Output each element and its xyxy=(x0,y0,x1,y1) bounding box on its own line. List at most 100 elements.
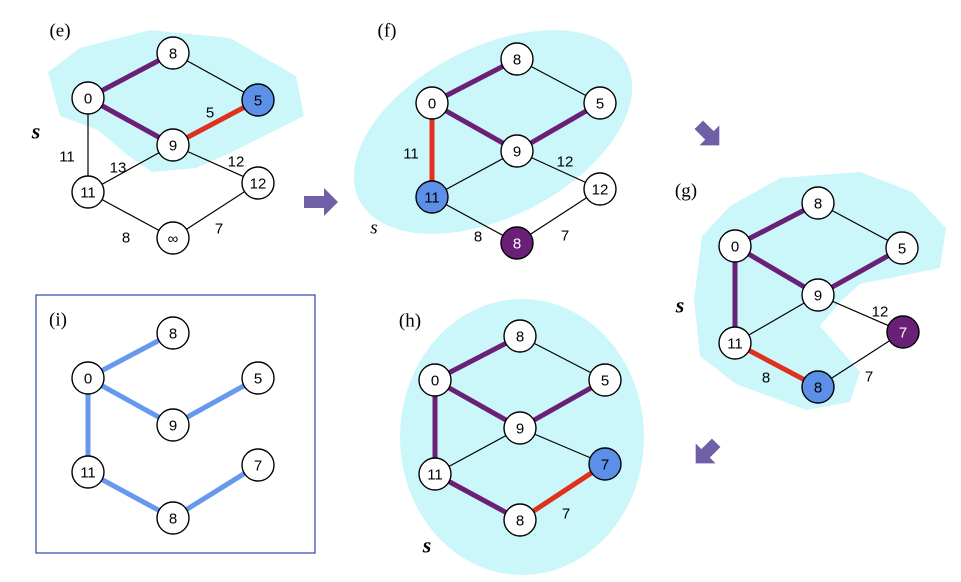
node-i-n0: 0 xyxy=(71,361,105,395)
node-e-n5: 5 xyxy=(241,83,275,117)
node-f-n0: 0 xyxy=(415,86,449,120)
node-circle xyxy=(156,128,190,162)
node-circle xyxy=(156,316,190,350)
node-circle xyxy=(241,83,275,117)
edge-weight-e: 7 xyxy=(215,221,223,238)
edge-weight-e: 8 xyxy=(122,230,130,247)
final-tree-frame xyxy=(35,294,316,554)
node-label: 11 xyxy=(427,467,443,484)
node-f-n12: 12 xyxy=(583,172,617,206)
node-label: 11 xyxy=(80,465,96,482)
edge-weight-e: 13 xyxy=(110,160,127,177)
arrow-f-to-g xyxy=(694,120,720,146)
node-label: 5 xyxy=(596,96,604,113)
s-label-e: s xyxy=(31,119,41,144)
node-label: 0 xyxy=(431,373,439,390)
arrow-g-to-h xyxy=(695,438,721,464)
node-f-n11: 11 xyxy=(415,180,449,214)
nodes-layer: 0 8 5 9 11 12 ∞ 0 8 5 9 11 12 8 0 8 5 9 11 7 8 0 8 5 9 11 7 8 0 8 5 9 11… xyxy=(71,36,920,537)
node-h-n5: 5 xyxy=(588,363,622,397)
edge-weight-e: 11 xyxy=(59,149,75,166)
node-g-n5: 5 xyxy=(885,231,919,265)
edge-weight-e: 12 xyxy=(228,154,245,171)
node-label: 8 xyxy=(169,511,177,528)
node-circle xyxy=(71,361,105,395)
node-h-n11: 11 xyxy=(418,457,452,491)
node-label: 7 xyxy=(601,457,609,474)
node-label: 7 xyxy=(254,458,262,475)
node-circle xyxy=(418,457,452,491)
node-h-nb: 8 xyxy=(503,503,537,537)
node-circle xyxy=(886,315,920,349)
edge-weight-f: 12 xyxy=(557,154,574,171)
node-label: 8 xyxy=(513,52,521,69)
node-label: 9 xyxy=(516,421,524,438)
node-label: 5 xyxy=(254,93,262,110)
edge-weight-g: 8 xyxy=(762,370,770,387)
node-circle xyxy=(156,221,190,255)
node-f-n8: 8 xyxy=(500,42,534,76)
node-i-n7: 7 xyxy=(241,448,275,482)
node-circle xyxy=(588,447,622,481)
node-label: 9 xyxy=(169,418,177,435)
node-circle xyxy=(156,501,190,535)
node-h-n9: 9 xyxy=(503,411,537,445)
node-i-n8: 8 xyxy=(156,316,190,350)
node-circle xyxy=(500,134,534,168)
node-circle xyxy=(71,81,105,115)
edge-e-ninf-n12 xyxy=(172,182,259,239)
edge-weight-f: 8 xyxy=(474,229,482,246)
node-f-n5: 5 xyxy=(583,86,617,120)
edge-weight-e: 5 xyxy=(206,105,214,122)
node-circle xyxy=(500,42,534,76)
edge-h-nb-n7 xyxy=(518,461,607,523)
panel-label-h: (h) xyxy=(399,311,421,332)
s-label-g: s xyxy=(675,293,685,318)
node-circle xyxy=(801,186,835,220)
node-g-n9: 9 xyxy=(801,278,835,312)
node-circle xyxy=(718,229,752,263)
node-label: 9 xyxy=(169,138,177,155)
edge-weight-g: 12 xyxy=(872,304,889,321)
node-label: 9 xyxy=(814,288,822,305)
node-h-n8: 8 xyxy=(503,319,537,353)
node-circle xyxy=(156,36,190,70)
node-circle xyxy=(583,86,617,120)
node-circle xyxy=(503,503,537,537)
node-label: 12 xyxy=(250,176,267,193)
node-f-n9: 9 xyxy=(500,134,534,168)
node-label: ∞ xyxy=(168,231,179,248)
node-e-ninf: ∞ xyxy=(156,221,190,255)
node-circle xyxy=(241,166,275,200)
node-e-n9: 9 xyxy=(156,128,190,162)
node-label: 8 xyxy=(814,380,822,397)
node-label: 8 xyxy=(169,326,177,343)
node-label: 9 xyxy=(513,144,521,161)
node-circle xyxy=(156,408,190,442)
panel-label-e: (e) xyxy=(49,21,70,42)
node-label: 7 xyxy=(899,325,907,342)
node-label: 8 xyxy=(516,513,524,530)
node-label: 5 xyxy=(601,373,609,390)
node-e-n0: 0 xyxy=(71,81,105,115)
node-label: 12 xyxy=(592,182,609,199)
node-label: 8 xyxy=(516,329,524,346)
node-circle xyxy=(241,361,275,395)
node-g-n8: 8 xyxy=(801,186,835,220)
node-label: 5 xyxy=(254,371,262,388)
node-circle xyxy=(718,326,752,360)
node-i-n9: 9 xyxy=(156,408,190,442)
region-e xyxy=(48,30,304,172)
edge-weight-h: 7 xyxy=(562,506,570,523)
node-label: 0 xyxy=(731,239,739,256)
node-i-n5: 5 xyxy=(241,361,275,395)
node-circle xyxy=(415,180,449,214)
node-e-n12: 12 xyxy=(241,166,275,200)
node-circle xyxy=(500,226,534,260)
node-g-n11: 11 xyxy=(718,326,752,360)
edge-weight-f: 11 xyxy=(403,146,419,163)
arrow-e-to-f xyxy=(304,188,338,216)
edge-weight-f: 7 xyxy=(561,228,569,245)
node-label: 11 xyxy=(727,336,743,353)
node-label: 0 xyxy=(428,96,436,113)
